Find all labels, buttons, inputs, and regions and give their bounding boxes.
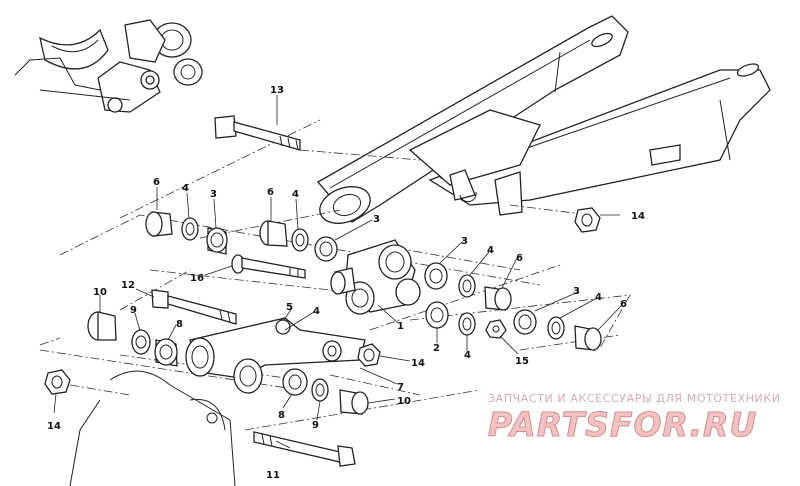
callout-2: 2 [433, 343, 440, 354]
callout-6: 6 [516, 253, 523, 264]
callout-6: 6 [267, 187, 274, 198]
callout-13: 13 [270, 85, 284, 96]
callout-4: 4 [487, 245, 494, 256]
watermark-logo: PARTSFOR.RU [488, 405, 757, 444]
callout-10: 10 [93, 287, 107, 298]
callout-6: 6 [153, 177, 160, 188]
frame-lower-outline [69, 370, 236, 486]
callout-12: 12 [121, 280, 135, 291]
rocker-link [330, 239, 421, 315]
callout-9: 9 [312, 420, 319, 431]
nut-14-middle [357, 343, 381, 367]
callout-4: 4 [182, 183, 189, 194]
nut-14-lower [44, 369, 71, 395]
watermark-tagline: ЗАПЧАСТИ И АКСЕССУАРЫ ДЛЯ МОТОТЕХНИКИ [488, 392, 781, 405]
callout-9: 9 [130, 305, 137, 316]
bushing-set-upper-left [145, 211, 228, 255]
swingarm [316, 15, 771, 224]
bolt-12 [151, 289, 237, 325]
bushing-set-right-upper [424, 262, 512, 311]
callout-11: 11 [266, 470, 280, 481]
callout-4: 4 [313, 306, 320, 317]
callout-5: 5 [286, 302, 293, 313]
callout-14: 14 [411, 358, 425, 369]
bolt-16 [231, 254, 306, 279]
callout-14: 14 [631, 211, 645, 222]
bolt-13 [214, 115, 301, 151]
callout-3: 3 [573, 286, 580, 297]
bushing-set-upper-mid [259, 220, 338, 262]
callout-10: 10 [397, 396, 411, 407]
bushing-set-lower-mid [282, 368, 369, 415]
callout-8: 8 [278, 410, 285, 421]
callout-15: 15 [515, 356, 529, 367]
callout-4: 4 [595, 292, 602, 303]
callout-3: 3 [373, 214, 380, 225]
callout-4: 4 [292, 189, 299, 200]
frame-mount-fragment [14, 19, 203, 113]
callout-7: 7 [397, 382, 404, 393]
leader-lines [53, 95, 623, 449]
callout-3: 3 [210, 189, 217, 200]
callout-16: 16 [190, 273, 204, 284]
callout-14: 14 [47, 421, 61, 432]
nut-14-upper [574, 207, 601, 233]
callout-1: 1 [397, 321, 404, 332]
callout-8: 8 [176, 319, 183, 330]
bushing-set-lower-left [87, 311, 178, 367]
callout-6: 6 [620, 299, 627, 310]
callout-labels: 13 6 4 3 6 4 3 14 16 3 4 6 12 10 9 8 5 4… [47, 85, 645, 481]
callout-4: 4 [464, 350, 471, 361]
bolt-11 [253, 431, 356, 467]
connecting-rod [185, 317, 366, 394]
watermark: ЗАПЧАСТИ И АКСЕССУАРЫ ДЛЯ МОТОТЕХНИКИ PA… [488, 392, 781, 445]
bushing-set-right-lower [425, 301, 602, 351]
callout-3: 3 [461, 236, 468, 247]
